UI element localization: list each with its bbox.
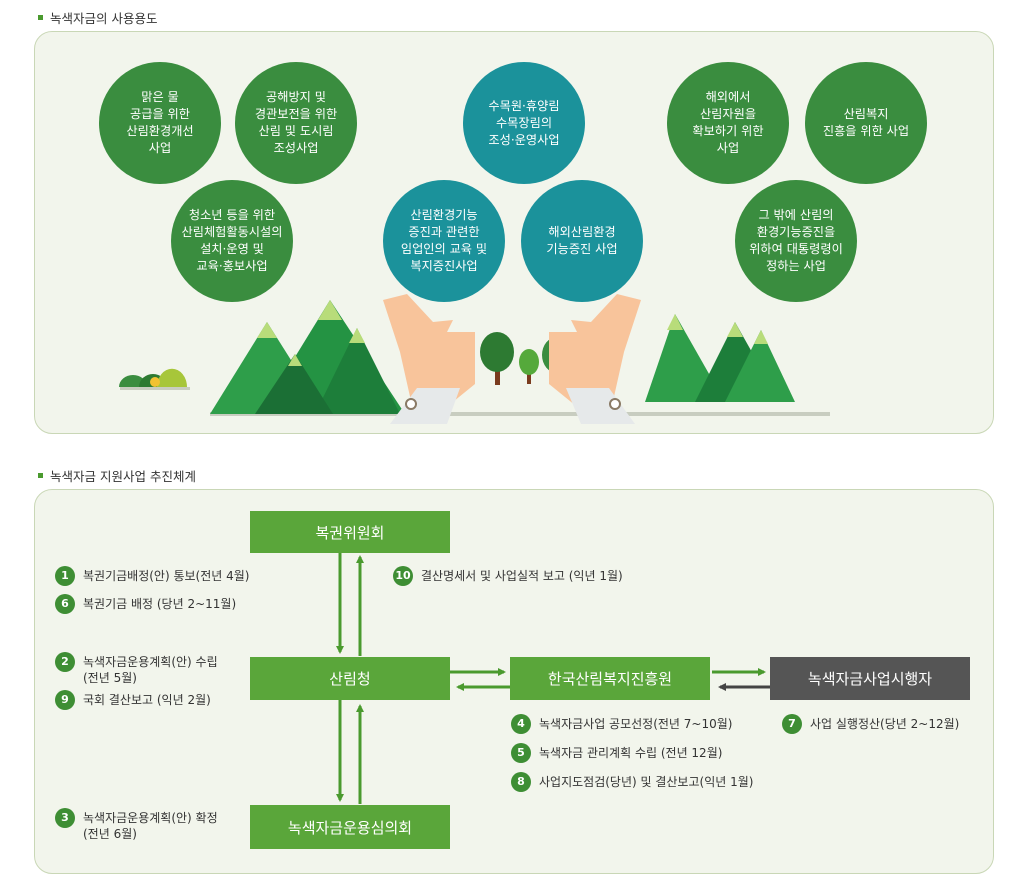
bush-shape bbox=[157, 368, 187, 387]
bullet-icon bbox=[38, 15, 43, 20]
step-note: 1 복권기금배정(안) 통보(전년 4월) bbox=[55, 566, 249, 586]
step-text: 녹색자금운용계획(안) 수립 (전년 5월) bbox=[83, 655, 218, 685]
step-note: 3 녹색자금운용계획(안) 확정 (전년 6월) bbox=[55, 808, 218, 842]
section-title-usage-text: 녹색자금의 사용용도 bbox=[50, 11, 158, 26]
sun-shape bbox=[150, 377, 160, 387]
step-text: 녹색자금 관리계획 수립 (전년 12월) bbox=[539, 746, 723, 760]
mountain-peak bbox=[754, 330, 768, 344]
step-text: 사업 실행정산(당년 2~12월) bbox=[810, 717, 960, 731]
usage-circle-overseas-resources: 해외에서 산림자원을 확보하기 위한 사업 bbox=[667, 62, 789, 184]
step-number: 3 bbox=[55, 808, 75, 828]
mountain-peak bbox=[257, 322, 277, 338]
usage-circle-clean-water: 맑은 물 공급을 위한 산림환경개선 사업 bbox=[99, 62, 221, 184]
step-text: 사업지도점검(당년) 및 결산보고(익년 1월) bbox=[539, 775, 754, 789]
step-text: 국회 결산보고 (익년 2월) bbox=[83, 693, 211, 707]
mountain-peak bbox=[288, 354, 302, 366]
left-hand bbox=[383, 294, 475, 424]
executor-box: 녹색자금사업시행자 bbox=[770, 657, 970, 700]
step-number: 9 bbox=[55, 690, 75, 710]
mountain-peak bbox=[349, 328, 365, 343]
step-number: 7 bbox=[782, 714, 802, 734]
usage-circle-youth-education: 청소년 등을 위한 산림체험활동시설의 설치·운영 및 교육·홍보사업 bbox=[171, 180, 293, 302]
step-note: 5 녹색자금 관리계획 수립 (전년 12월) bbox=[511, 743, 722, 763]
usage-circle-overseas-forest: 해외산림환경 기능증진 사업 bbox=[521, 180, 643, 302]
ground-line-small bbox=[120, 387, 190, 390]
mountain-peak bbox=[727, 322, 743, 337]
step-number: 10 bbox=[393, 566, 413, 586]
bullet-icon bbox=[38, 473, 43, 478]
usage-circle-forester-welfare: 산림환경기능 증진과 관련한 임업인의 교육 및 복지증진사업 bbox=[383, 180, 505, 302]
mountain-shape bbox=[255, 354, 333, 414]
step-number: 2 bbox=[55, 652, 75, 672]
usage-circle-pollution-prevention: 공해방지 및 경관보전을 위한 산림 및 도시림 조성사업 bbox=[235, 62, 357, 184]
lottery-commission-box: 복권위원회 bbox=[250, 511, 450, 553]
step-number: 8 bbox=[511, 772, 531, 792]
mountain-peak bbox=[667, 314, 683, 330]
right-hand bbox=[549, 294, 641, 424]
step-number: 6 bbox=[55, 594, 75, 614]
usage-circle-arboretum: 수목원·휴양림 수목장림의 조성·운영사업 bbox=[463, 62, 585, 184]
step-text: 결산명세서 및 사업실적 보고 (익년 1월) bbox=[421, 569, 623, 583]
step-note: 4 녹색자금사업 공모선정(전년 7~10월) bbox=[511, 714, 732, 734]
mountain-shape bbox=[645, 314, 725, 402]
mountain-shape bbox=[725, 330, 795, 402]
step-number: 1 bbox=[55, 566, 75, 586]
institute-box: 한국산림복지진흥원 bbox=[510, 657, 710, 700]
usage-circle-forest-welfare: 산림복지 진흥을 위한 사업 bbox=[805, 62, 927, 184]
section-title-system: 녹색자금 지원사업 추진체계 bbox=[38, 466, 196, 485]
section-title-usage: 녹색자금의 사용용도 bbox=[38, 8, 157, 27]
ground-line bbox=[210, 412, 830, 416]
usage-panel: 맑은 물 공급을 위한 산림환경개선 사업 공해방지 및 경관보전을 위한 산림… bbox=[34, 31, 994, 434]
step-text: 복권기금 배정 (당년 2~11월) bbox=[83, 597, 237, 611]
step-text: 녹색자금사업 공모선정(전년 7~10월) bbox=[539, 717, 733, 731]
mountain-peak bbox=[318, 300, 342, 320]
forest-service-box: 산림청 bbox=[250, 657, 450, 700]
step-note: 9 국회 결산보고 (익년 2월) bbox=[55, 690, 211, 710]
step-number: 5 bbox=[511, 743, 531, 763]
step-note: 7 사업 실행정산(당년 2~12월) bbox=[782, 714, 959, 734]
step-text: 녹색자금운용계획(안) 확정 (전년 6월) bbox=[83, 811, 218, 841]
step-text: 복권기금배정(안) 통보(전년 4월) bbox=[83, 569, 250, 583]
mountain-shape bbox=[315, 328, 400, 414]
forest-illustration bbox=[119, 294, 830, 424]
usage-circle-presidential-decree: 그 밖에 산림의 환경기능증진을 위하여 대통령령이 정하는 사업 bbox=[735, 180, 857, 302]
committee-box: 녹색자금운용심의회 bbox=[250, 805, 450, 849]
step-number: 4 bbox=[511, 714, 531, 734]
section-title-system-text: 녹색자금 지원사업 추진체계 bbox=[50, 469, 196, 484]
step-note: 8 사업지도점검(당년) 및 결산보고(익년 1월) bbox=[511, 772, 753, 792]
step-note: 10 결산명세서 및 사업실적 보고 (익년 1월) bbox=[393, 566, 623, 586]
step-note: 2 녹색자금운용계획(안) 수립 (전년 5월) bbox=[55, 652, 218, 686]
step-note: 6 복권기금 배정 (당년 2~11월) bbox=[55, 594, 236, 614]
